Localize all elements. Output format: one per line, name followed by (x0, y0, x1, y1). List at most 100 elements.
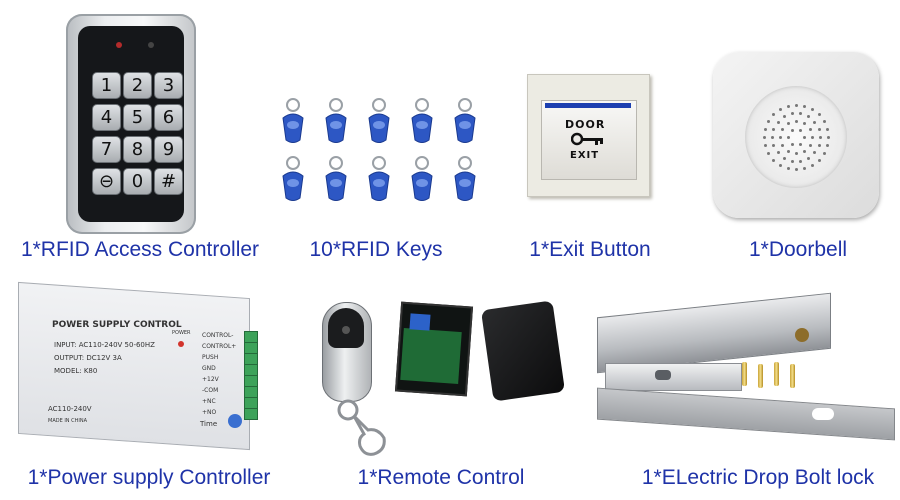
psu-time-icon (228, 414, 242, 428)
doorbell-grill-hole (771, 136, 774, 139)
strike-plate-hole (812, 408, 834, 420)
doorbell-speaker-grill (745, 86, 847, 188)
rfid-key-fob-icon (454, 98, 476, 143)
doorbell-grill-hole (764, 144, 768, 148)
keypad-key: 8 (123, 136, 152, 163)
rfid-key-fob-icon (454, 156, 476, 201)
bolt-lock-cylinder (795, 328, 809, 342)
doorbell-grill-hole (787, 149, 790, 153)
psu-output: OUTPUT: DC12V 3A (54, 354, 122, 362)
doorbell-grill-hole (799, 142, 802, 146)
psu-time-label: Time (200, 420, 218, 428)
doorbell-grill-hole (786, 105, 790, 109)
caption-exit-button: 1*Exit Button (529, 238, 651, 261)
doorbell-grill-hole (779, 136, 782, 139)
doorbell-grill-hole (779, 163, 782, 167)
key-icon (571, 132, 603, 146)
doorbell-grill-hole (791, 142, 794, 146)
caption-power-supply-controller: 1*Power supply Controller (27, 466, 271, 489)
doorbell-grill-hole (819, 136, 822, 139)
doorbell-grill-hole (817, 144, 821, 148)
doorbell-grill-hole (803, 166, 807, 170)
doorbell-grill-hole (827, 136, 830, 139)
strike-box (605, 363, 742, 391)
doorbell-grill-hole (787, 136, 790, 139)
doorbell-grill-hole (763, 136, 766, 139)
receiver-relay (409, 313, 431, 331)
doorbell-grill-hole (790, 112, 794, 116)
doorbell-grill-hole (787, 122, 790, 126)
doorbell-grill-hole (772, 127, 776, 131)
strike-hole (655, 370, 671, 380)
screw (758, 364, 763, 388)
psu-terminal-label: +12V (202, 376, 219, 383)
doorbell-grill-hole (817, 127, 821, 131)
doorbell-grill-hole (772, 113, 776, 117)
doorbell-grill-hole (817, 158, 821, 162)
keypad-key: 1 (92, 72, 121, 99)
doorbell-grill-hole (790, 159, 794, 163)
keypad-key: 3 (154, 72, 183, 99)
doorbell-grill-hole (772, 158, 776, 162)
keypad-key: 2 (123, 72, 152, 99)
doorbell-grill-hole (783, 115, 786, 119)
keypad-led (116, 42, 122, 48)
exit-stripe (545, 103, 631, 108)
caption-doorbell: 1*Doorbell (748, 238, 848, 261)
doorbell-grill-hole (808, 144, 812, 147)
psu-input: INPUT: AC110-240V 50-60HZ (54, 341, 155, 349)
rfid-key-fob-icon (411, 156, 433, 201)
doorbell-grill-hole (822, 120, 826, 123)
doorbell-grill-hole (811, 136, 814, 139)
doorbell-grill-hole (786, 166, 790, 170)
doorbell-grill-hole (803, 149, 806, 153)
doorbell-grill-hole (807, 156, 810, 160)
keypad-key: 5 (123, 104, 152, 131)
rfid-key-fob-icon (282, 156, 304, 201)
exit-exit-text: EXIT (570, 150, 600, 161)
keypad-key: 0 (123, 168, 152, 195)
doorbell-grill-hole (799, 159, 803, 163)
psu-terminal-label: PUSH (202, 354, 219, 361)
rfid-key-fob-icon (411, 98, 433, 143)
keypad-key: 6 (154, 104, 183, 131)
screw (774, 362, 779, 386)
psu-terminal-label: +NC (202, 398, 216, 405)
doorbell-grill-hole (813, 151, 817, 155)
keypad-key: 7 (92, 136, 121, 163)
caption-rfid-keys: 10*RFID Keys (309, 238, 443, 261)
receiver-case (480, 300, 566, 402)
psu-made-in: MADE IN CHINA (48, 418, 88, 424)
doorbell-grill-hole (825, 127, 829, 131)
keypad-key: ⊖ (92, 168, 121, 195)
psu-title: POWER SUPPLY CONTROL (52, 320, 182, 330)
doorbell-grill-hole (764, 127, 768, 131)
psu-terminal-label: +NO (202, 409, 217, 416)
doorbell-grill-hole (781, 144, 785, 147)
caption-rfid-access-controller: 1*RFID Access Controller (20, 238, 260, 261)
rfid-key-fob-icon (368, 98, 390, 143)
exit-door-text: DOOR (565, 118, 606, 131)
doorbell-grill-hole (767, 152, 771, 155)
rfid-key-fob-icon (325, 98, 347, 143)
rfid-key-fob-icon (282, 98, 304, 143)
psu-terminal-label: GND (202, 365, 216, 372)
psu-power-led (178, 341, 184, 347)
rfid-key-fob-icon (368, 156, 390, 201)
doorbell-grill-hole (825, 144, 829, 148)
psu-ac-label: AC110-240V (48, 405, 92, 413)
keypad-key: 9 (154, 136, 183, 163)
doorbell-grill-hole (781, 128, 785, 131)
psu-terminal-label: CONTROL+ (202, 343, 237, 350)
doorbell-grill-hole (776, 151, 780, 155)
doorbell-grill-hole (799, 112, 803, 116)
psu-model: MODEL: K80 (54, 367, 98, 375)
caption-electric-drop-bolt-lock: 1*ELectric Drop Bolt lock (641, 466, 875, 489)
psu-power-label: POWER (172, 330, 191, 336)
psu-terminal-label: -COM (202, 387, 219, 394)
remote-fob-button (342, 326, 350, 334)
doorbell-grill-hole (811, 163, 814, 167)
doorbell-grill-hole (803, 122, 806, 126)
caption-remote-control: 1*Remote Control (357, 466, 525, 489)
doorbell-grill-hole (822, 152, 826, 155)
